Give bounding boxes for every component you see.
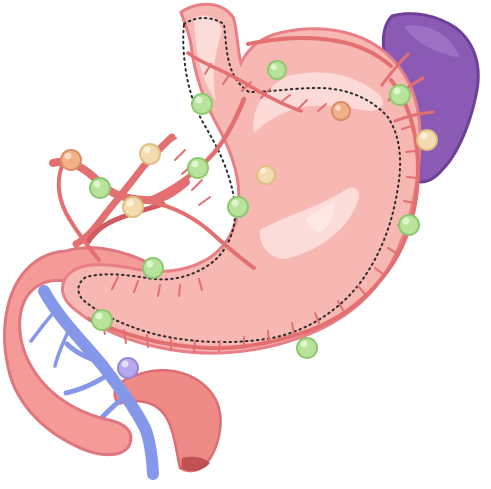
lymph-node-green: [297, 338, 317, 358]
lymph-node-green: [192, 94, 212, 114]
lymph-node-yellow: [140, 144, 160, 164]
lymph-node-yellow: [417, 130, 437, 150]
lymph-node-green: [188, 158, 208, 178]
stomach-body: [62, 4, 420, 353]
lymph-node-green: [390, 85, 410, 105]
lymph-node-green: [228, 197, 248, 217]
lymph-node-green: [399, 215, 419, 235]
jejunum: [115, 370, 221, 471]
lymph-node-purple: [118, 358, 138, 378]
lymph-node-orange: [332, 102, 350, 120]
lymph-node-yellow: [257, 166, 275, 184]
lymph-node-green: [268, 61, 286, 79]
lymph-node-orange: [61, 150, 81, 170]
lymph-node-green: [92, 310, 112, 330]
lymph-node-green: [90, 178, 110, 198]
lymph-node-yellow: [123, 197, 143, 217]
lymph-node-green: [143, 258, 163, 278]
